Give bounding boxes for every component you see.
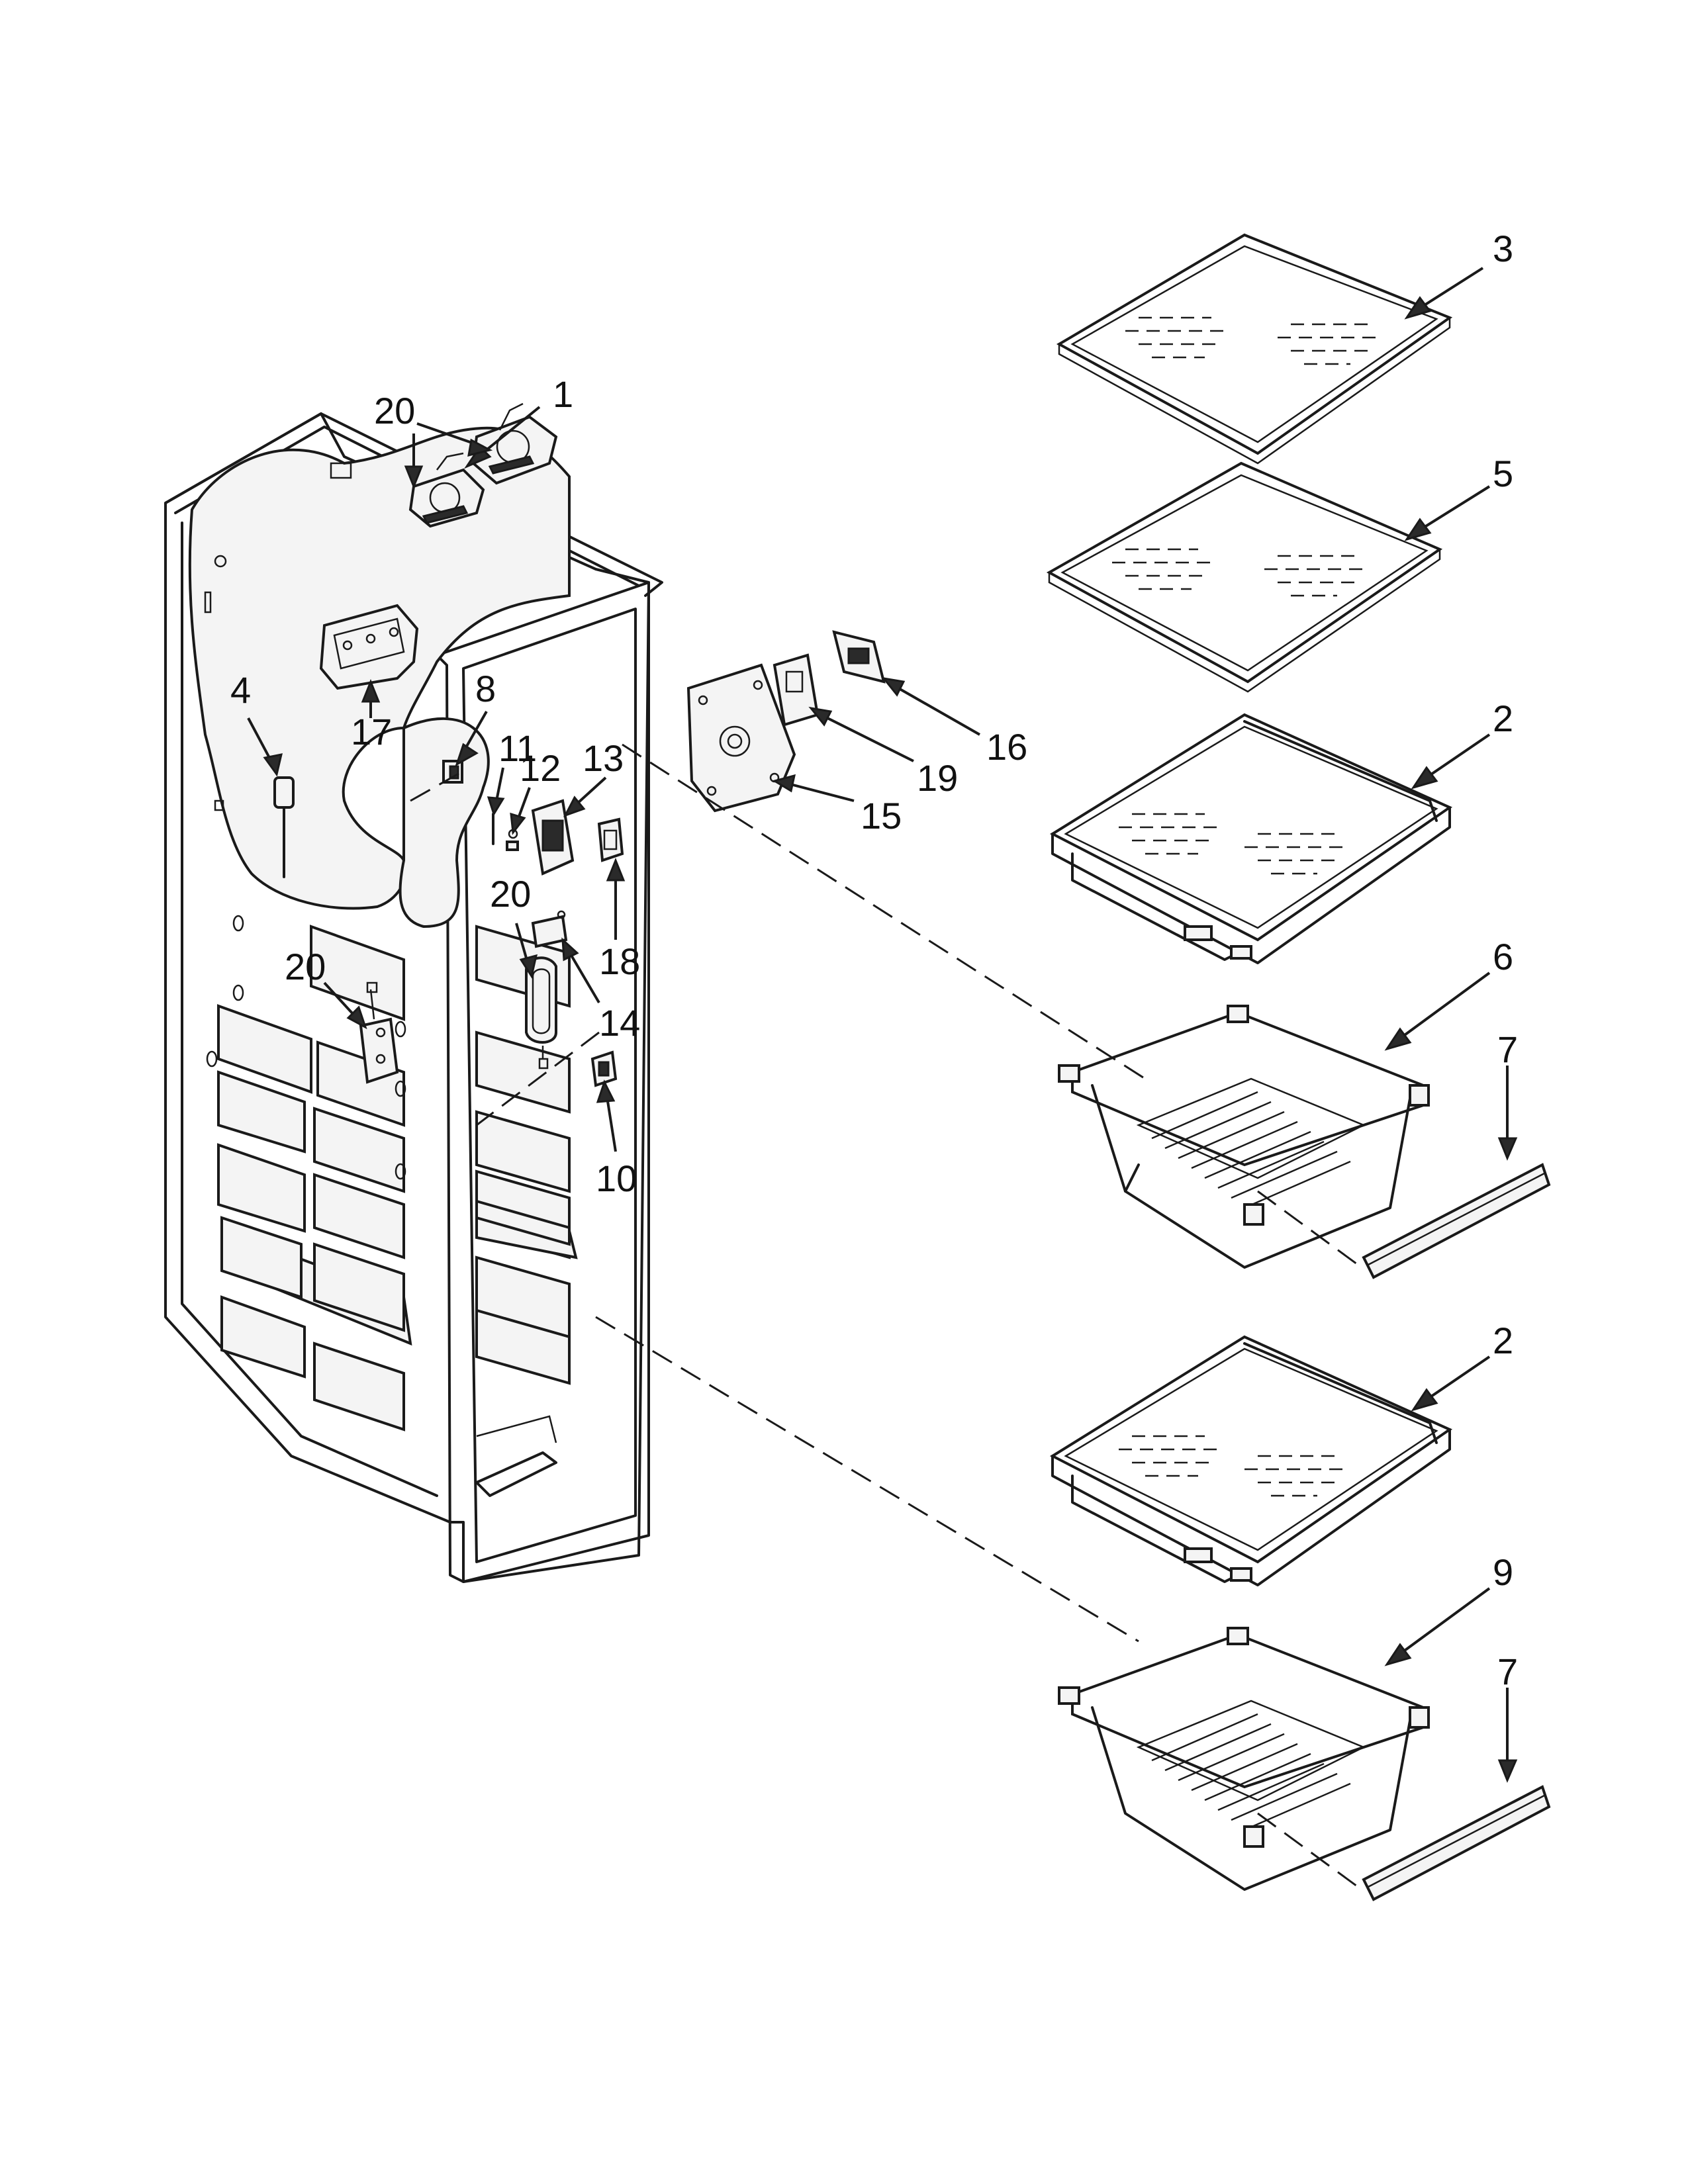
drawer-rail-part-7-upper — [1362, 1163, 1551, 1279]
callout-12: 12 — [520, 747, 561, 789]
leader-5 — [1404, 485, 1491, 541]
leader-6 — [1384, 972, 1491, 1051]
glass-shelf-part-5 — [1046, 461, 1443, 693]
callout-19: 19 — [917, 757, 958, 799]
leader-4 — [247, 717, 283, 777]
leader-20b — [515, 923, 538, 979]
callout-7-upper: 7 — [1497, 1028, 1518, 1070]
part-14-board — [531, 910, 568, 948]
leader-7b — [1497, 1688, 1518, 1783]
leader-20a — [404, 422, 493, 490]
leader-16 — [881, 676, 980, 736]
callout-2-lower: 2 — [1493, 1320, 1513, 1361]
shelf-assembly-part-2-upper — [1049, 713, 1453, 964]
callout-8: 8 — [475, 668, 496, 709]
callout-14: 14 — [599, 1002, 640, 1044]
callout-20-middle: 20 — [490, 873, 531, 915]
leader-17 — [361, 678, 381, 718]
leader-20c — [323, 981, 367, 1030]
fan-assemblies — [408, 402, 558, 528]
leader-7a — [1497, 1066, 1518, 1161]
callout-11: 11 — [498, 727, 537, 769]
callout-15: 15 — [861, 795, 902, 837]
part-18-cover — [597, 817, 624, 862]
callout-3: 3 — [1493, 228, 1513, 269]
callout-2-upper: 2 — [1493, 698, 1513, 739]
leader-arrows — [247, 267, 1518, 1783]
light-socket-part-4 — [273, 776, 295, 878]
control-board-part-16 — [832, 630, 886, 684]
leader-12 — [510, 787, 531, 835]
callout-17: 17 — [351, 711, 392, 752]
shelf-assembly-part-2-lower — [1049, 1335, 1453, 1586]
leader-9 — [1384, 1587, 1491, 1666]
callout-labels: 1 2 2 3 4 5 6 7 7 8 9 10 11 12 13 14 15 … — [230, 228, 1518, 1692]
callout-1: 1 — [553, 373, 573, 415]
callout-20-left: 20 — [285, 946, 326, 987]
callout-6: 6 — [1493, 936, 1513, 978]
door-switch-part-8 — [442, 760, 463, 784]
leader-19 — [808, 706, 914, 762]
leader-15 — [772, 774, 855, 802]
callout-4: 4 — [230, 669, 251, 711]
leader-18 — [606, 857, 626, 940]
leader-2a — [1411, 733, 1491, 790]
part-10-switch — [590, 1050, 618, 1087]
callout-9: 9 — [1493, 1551, 1513, 1593]
part-13-housing — [531, 799, 575, 876]
callout-7-lower: 7 — [1497, 1651, 1518, 1692]
alignment-lines — [410, 743, 1358, 1888]
refrigerator-liner — [164, 412, 663, 1583]
leader-14 — [561, 937, 600, 1004]
drain-trough — [319, 604, 419, 690]
part-20-left-heater — [359, 981, 399, 1084]
leader-10 — [596, 1079, 617, 1152]
leader-13 — [563, 776, 607, 817]
callout-18: 18 — [599, 940, 640, 982]
callout-5: 5 — [1493, 453, 1513, 494]
glass-shelf-part-3 — [1056, 233, 1453, 465]
control-housing-part-15 — [686, 663, 796, 813]
callout-20-top: 20 — [374, 390, 415, 432]
callout-16: 16 — [986, 726, 1027, 768]
parts-11-12 — [492, 813, 519, 851]
leader-3 — [1404, 267, 1484, 320]
drawer-rail-part-7-lower — [1362, 1785, 1551, 1901]
leader-8 — [455, 711, 488, 767]
bracket-part-19 — [773, 653, 820, 727]
leader-2b — [1411, 1355, 1491, 1412]
crisper-drawer-part-9 — [1058, 1627, 1430, 1891]
callout-13: 13 — [583, 737, 624, 779]
leader-11 — [487, 767, 505, 817]
crisper-drawer-part-6 — [1058, 1005, 1430, 1269]
callout-10: 10 — [596, 1158, 637, 1199]
